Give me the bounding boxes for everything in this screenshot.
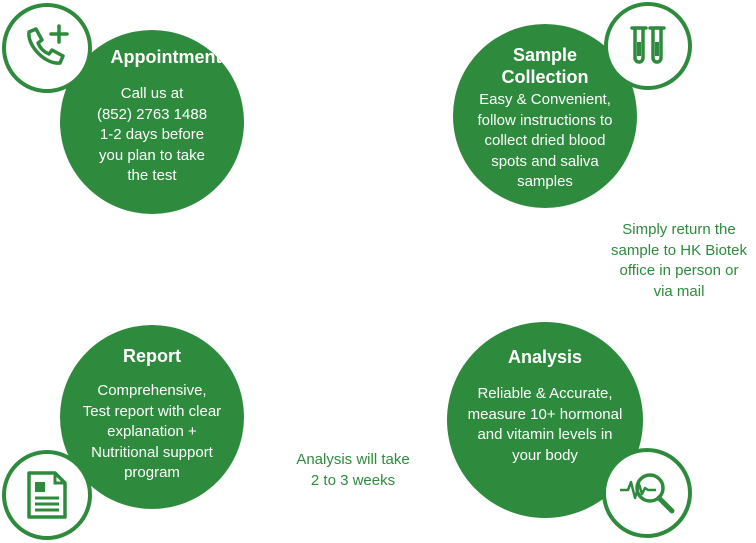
test-tubes-icon bbox=[630, 26, 666, 64]
appointment-title: Appointment bbox=[110, 47, 222, 67]
analysis-badge bbox=[602, 448, 692, 538]
sample-collection-description: Easy & Convenient, follow instructions t… bbox=[477, 91, 613, 190]
report-badge bbox=[2, 450, 92, 540]
sample-collection-title: Sample Collection bbox=[501, 45, 589, 87]
sample-collection-badge bbox=[604, 2, 692, 90]
appointment-step: Appointment Call us at (852) 2763 1488 1… bbox=[60, 30, 244, 214]
document-icon bbox=[27, 471, 67, 519]
sample-collection-step: Sample Collection Easy & Convenient, fol… bbox=[453, 24, 637, 208]
analysis-time-note: Analysis will take 2 to 3 weeks bbox=[296, 451, 410, 489]
report-title: Report bbox=[123, 346, 181, 366]
analysis-title: Analysis bbox=[507, 347, 583, 367]
appointment-description: Call us at (852) 2763 1488 1-2 days befo… bbox=[96, 85, 208, 184]
analysis-description: Reliable & Accurate, measure 10+ hormona… bbox=[467, 385, 623, 464]
return-sample-note: Simply return the sample to HK Biotek of… bbox=[611, 221, 747, 300]
magnifier-waveform-icon bbox=[620, 473, 675, 514]
phone-plus-icon bbox=[27, 24, 69, 65]
report-description: Comprehensive, Test report with clear ex… bbox=[82, 382, 222, 481]
report-step: Report Comprehensive, Test report with c… bbox=[60, 325, 244, 509]
appointment-badge bbox=[2, 3, 92, 93]
